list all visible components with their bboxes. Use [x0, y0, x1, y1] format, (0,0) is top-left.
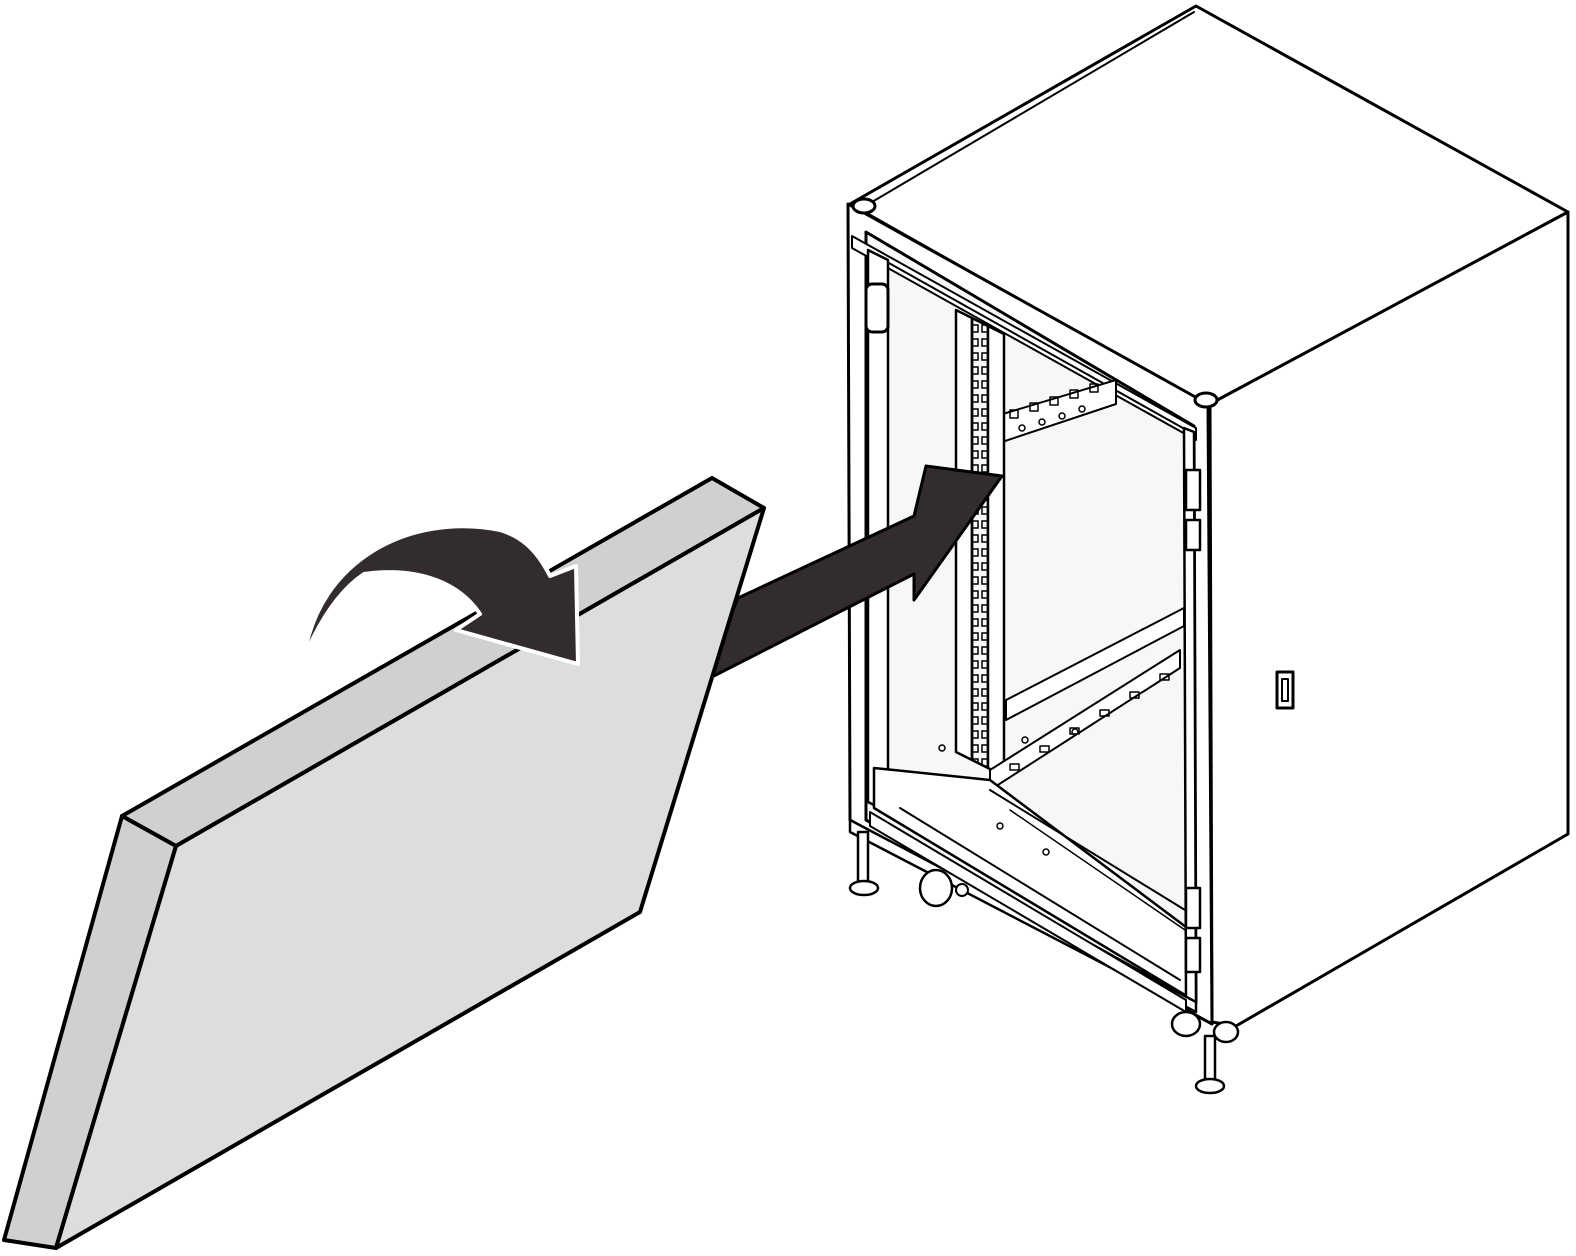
leveling-foot-right: [1194, 1034, 1226, 1095]
insert-arrow-icon: [700, 464, 1004, 684]
rotate-arrow-icon: [302, 524, 580, 666]
top-corner-cap-left: [851, 197, 877, 215]
side-panel: [2, 476, 766, 1250]
caster-right: [1170, 1010, 1240, 1044]
caster-left: [918, 868, 969, 908]
door-hinge-top: [864, 282, 890, 334]
door-hinge-upper: [1184, 468, 1202, 512]
top-corner-cap-right: [1193, 391, 1219, 409]
door-hinge-lower: [1184, 886, 1202, 930]
leveling-foot-left: [848, 830, 880, 897]
rack-cabinet: [846, 4, 1570, 1095]
